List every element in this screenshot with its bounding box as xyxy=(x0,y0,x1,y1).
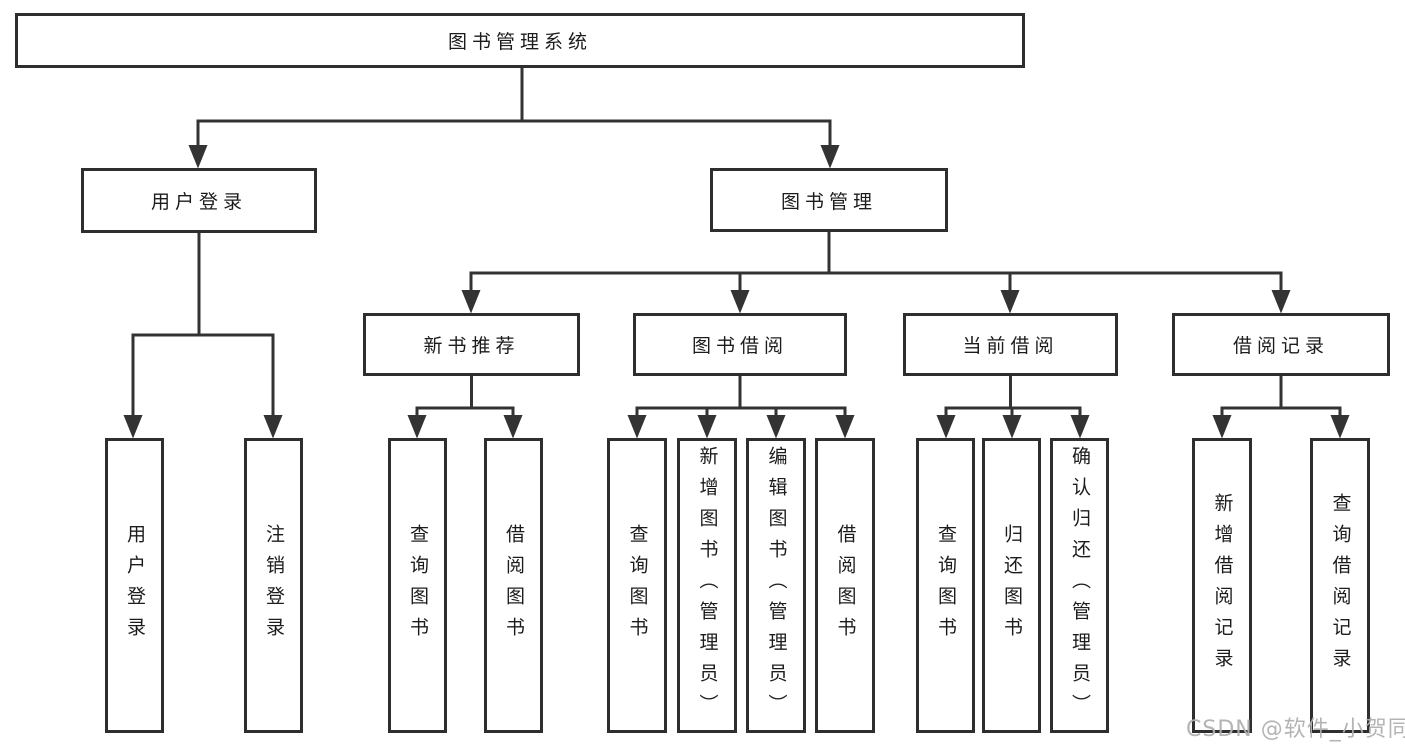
node-leaf-query-borrow-record: 查询借阅记录 xyxy=(1310,438,1370,733)
node-leaf-add-borrow-record-label: 新增借阅记录 xyxy=(1211,492,1234,679)
node-borrowing-records-label: 借阅记录 xyxy=(1232,335,1329,357)
node-leaf-add-books-admin: 新增图书（管理员） xyxy=(677,438,737,733)
node-leaf-user-login: 用户登录 xyxy=(105,438,164,733)
node-leaf-return-books-label: 归还图书 xyxy=(1001,523,1023,648)
connector-user-login-to-leaves xyxy=(123,231,283,439)
node-leaf-borrow-books-label: 借阅图书 xyxy=(834,523,857,648)
node-leaf-edit-books-admin: 编辑图书（管理员） xyxy=(746,438,806,733)
connector-book-mgmt-to-level2 xyxy=(461,230,1291,314)
connector-root-to-level1 xyxy=(188,66,840,169)
node-leaf-query-books-borrow: 查询图书 xyxy=(607,438,667,733)
node-leaf-confirm-return-admin-label: 确认归还（管理员） xyxy=(1069,446,1091,725)
node-leaf-add-books-admin-label: 新增图书（管理员） xyxy=(696,446,719,725)
connector-current-borrow-to-leaves xyxy=(936,374,1090,439)
node-current-borrowing: 当前借阅 xyxy=(903,313,1118,376)
node-user-login: 用户登录 xyxy=(81,168,317,233)
node-leaf-query-borrow-record-label: 查询借阅记录 xyxy=(1329,492,1352,679)
connector-borrow-record-to-leaves xyxy=(1212,374,1350,439)
node-book-borrowing: 图书借阅 xyxy=(633,313,847,376)
node-leaf-borrow-books-recommend-label: 借阅图书 xyxy=(503,523,525,648)
node-leaf-user-login-label: 用户登录 xyxy=(124,523,146,648)
node-leaf-query-books-recommend-label: 查询图书 xyxy=(407,523,429,648)
node-book-management-label: 图书管理 xyxy=(780,190,877,213)
node-new-book-recommend: 新书推荐 xyxy=(363,313,580,376)
node-leaf-query-books-current-label: 查询图书 xyxy=(935,523,957,648)
connector-book-borrow-to-leaves xyxy=(627,374,855,439)
node-leaf-query-books-current: 查询图书 xyxy=(916,438,975,733)
node-leaf-logout-label: 注销登录 xyxy=(263,523,285,648)
node-leaf-add-borrow-record: 新增借阅记录 xyxy=(1192,438,1252,733)
node-current-borrowing-label: 当前借阅 xyxy=(962,335,1059,357)
node-book-borrowing-label: 图书借阅 xyxy=(691,335,788,357)
node-root: 图书管理系统 xyxy=(15,13,1025,68)
node-root-label: 图书管理系统 xyxy=(447,31,592,53)
node-leaf-edit-books-admin-label: 编辑图书（管理员） xyxy=(765,446,788,725)
node-leaf-borrow-books-recommend: 借阅图书 xyxy=(484,438,543,733)
connector-new-book-to-leaves xyxy=(407,374,523,439)
node-leaf-confirm-return-admin: 确认归还（管理员） xyxy=(1050,438,1109,733)
node-leaf-query-books-borrow-label: 查询图书 xyxy=(626,523,649,648)
node-book-management: 图书管理 xyxy=(710,168,948,232)
node-user-login-label: 用户登录 xyxy=(150,191,247,213)
node-new-book-recommend-label: 新书推荐 xyxy=(423,335,520,357)
node-leaf-borrow-books: 借阅图书 xyxy=(815,438,875,733)
watermark: CSDN @软件_小贺同学 xyxy=(1186,717,1405,742)
node-leaf-return-books: 归还图书 xyxy=(982,438,1041,733)
node-leaf-query-books-recommend: 查询图书 xyxy=(388,438,447,733)
node-borrowing-records: 借阅记录 xyxy=(1172,313,1390,376)
node-leaf-logout: 注销登录 xyxy=(244,438,303,733)
